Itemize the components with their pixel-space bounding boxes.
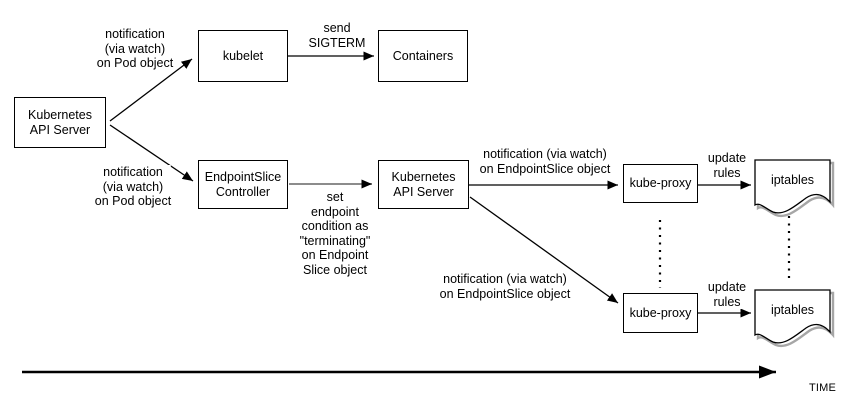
edge-label-send-sigterm: send SIGTERM [308, 21, 366, 51]
edge-label-update-rules-bottom: update rules [707, 280, 747, 310]
node-kubernetes-api-server-2: Kubernetes API Server [378, 160, 469, 209]
arrow-api2-to-kube-proxy-2 [469, 196, 619, 304]
iptables-doc-shape-bottom [754, 289, 835, 348]
node-kube-proxy-2: kube-proxy [623, 293, 698, 333]
node-kubernetes-api-server-1: Kubernetes API Server [14, 97, 106, 148]
edge-label-set-endpoint-condition: set endpoint condition as "terminating" … [299, 190, 371, 278]
arrow-api1-to-kubelet [109, 58, 193, 122]
arrow-api1-to-endpointslice-controller [109, 124, 194, 182]
edge-label-notification-endpointslice-bottom: notification (via watch) on EndpointSlic… [439, 272, 571, 302]
node-iptables-2-label: iptables [770, 302, 815, 317]
node-kube-proxy-1: kube-proxy [623, 164, 698, 203]
node-containers: Containers [378, 30, 468, 82]
time-axis-label: TIME [809, 382, 837, 394]
edge-label-notification-pod-top: notification (via watch) on Pod object [96, 27, 174, 71]
edge-label-notification-pod-bottom: notification (via watch) on Pod object [94, 165, 172, 209]
edge-label-notification-endpointslice-top: notification (via watch) on EndpointSlic… [479, 147, 611, 177]
node-kubelet: kubelet [198, 30, 288, 82]
iptables-doc-shape-top [754, 159, 835, 218]
node-endpointslice-controller: EndpointSlice Controller [198, 160, 288, 209]
node-iptables-1-label: iptables [770, 172, 815, 187]
edge-label-update-rules-top: update rules [707, 151, 747, 181]
